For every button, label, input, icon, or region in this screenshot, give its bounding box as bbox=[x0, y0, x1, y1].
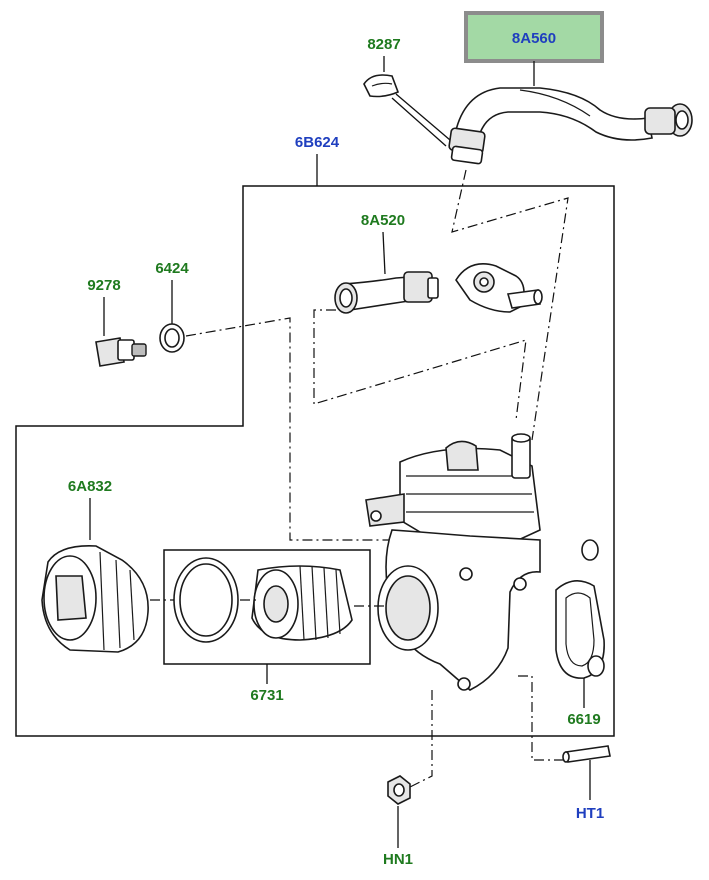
oil-filter-element bbox=[251, 565, 353, 641]
assembly-frame bbox=[15, 185, 615, 737]
label-8A560[interactable]: 8A560 bbox=[512, 30, 556, 47]
oil-filter-cap-6A832 bbox=[41, 545, 149, 653]
label-8A520[interactable]: 8A520 bbox=[361, 212, 405, 229]
gasket-6619 bbox=[555, 539, 605, 679]
label-8287[interactable]: 8287 bbox=[367, 36, 400, 53]
nut-HN1 bbox=[387, 775, 411, 805]
coolant-outlet-fitting bbox=[455, 263, 543, 313]
o-ring-6424 bbox=[159, 323, 185, 353]
coolant-hose-8A560 bbox=[448, 87, 693, 165]
label-6424[interactable]: 6424 bbox=[155, 260, 189, 277]
label-6A832[interactable]: 6A832 bbox=[68, 478, 112, 495]
stud-HT1 bbox=[562, 745, 611, 763]
label-HT1[interactable]: HT1 bbox=[576, 805, 604, 822]
coolant-hose-8A520 bbox=[334, 271, 439, 314]
filter-o-ring bbox=[173, 557, 239, 643]
oil-cooler-housing bbox=[365, 433, 541, 691]
label-HN1[interactable]: HN1 bbox=[383, 851, 413, 868]
hose-clip-8287 bbox=[363, 74, 451, 147]
label-6619[interactable]: 6619 bbox=[567, 711, 600, 728]
label-9278[interactable]: 9278 bbox=[87, 277, 120, 294]
temperature-sensor-9278 bbox=[95, 337, 147, 367]
label-6731[interactable]: 6731 bbox=[250, 687, 283, 704]
label-6B624[interactable]: 6B624 bbox=[295, 134, 340, 151]
